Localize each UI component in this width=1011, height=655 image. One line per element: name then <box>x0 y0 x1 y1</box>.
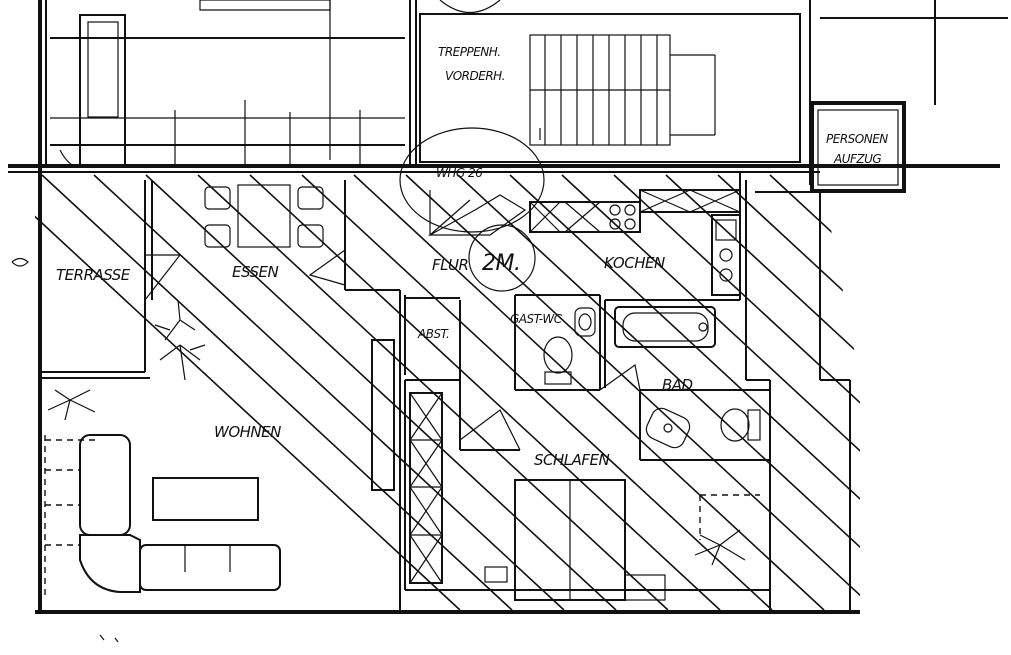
guest-wc-fixtures <box>543 307 596 385</box>
label-sleeping: SCHLAFEN <box>534 451 609 469</box>
upper-building <box>8 0 1008 610</box>
hatch-line <box>457 174 860 611</box>
label-stairs-1: TREPPENH. <box>438 45 501 59</box>
dining-table <box>204 184 324 248</box>
hatch-line <box>301 174 773 611</box>
label-hall: FLUR <box>432 256 468 274</box>
label-bath: BAD <box>662 376 693 394</box>
label-stairs-2: VORDERH. <box>445 69 505 83</box>
label-terrace: TERRASSE <box>56 266 131 284</box>
sofa <box>44 434 281 600</box>
label-storage: ABST. <box>417 327 450 341</box>
hatch-line <box>35 174 461 611</box>
elevator <box>810 101 906 193</box>
label-unit: WHG 26 <box>436 166 483 180</box>
bath-fixtures <box>645 407 761 449</box>
hatch-line <box>249 174 721 611</box>
label-elevator-2: AUFZUG <box>833 152 881 166</box>
hatch-line <box>93 174 565 611</box>
label-guest-wc: GAST-WC <box>510 312 563 326</box>
plant-symbols <box>47 299 746 566</box>
hatch-line <box>717 174 860 611</box>
hatch-line <box>353 174 825 611</box>
hatch-line <box>509 174 860 611</box>
hatch-line <box>665 174 860 611</box>
label-unit-area: 2M. <box>482 251 520 276</box>
bed <box>484 479 760 601</box>
hatch-line <box>613 174 860 611</box>
hatch-line <box>561 174 860 611</box>
hatch-line <box>405 174 860 611</box>
label-kitchen: KOCHEN <box>604 254 665 272</box>
label-elevator-1: PERSONEN <box>826 132 888 146</box>
wardrobe <box>409 392 443 584</box>
staircase <box>419 13 801 163</box>
label-living: WOHNEN <box>214 423 281 441</box>
kitchen-counter <box>529 189 741 296</box>
bathtub <box>614 306 716 348</box>
label-dining: ESSEN <box>232 263 278 281</box>
hatch-line <box>41 174 513 611</box>
